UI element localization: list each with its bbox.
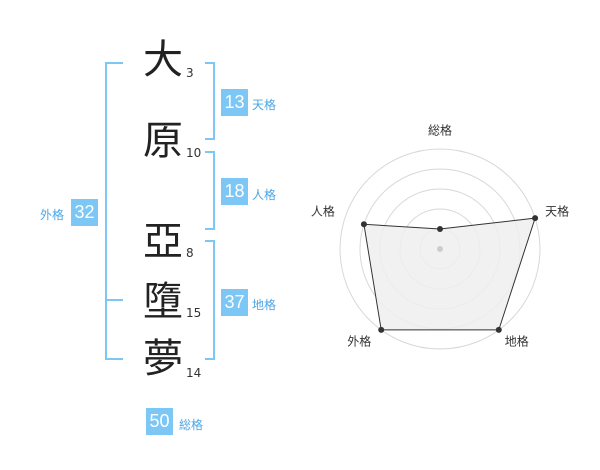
radar-axis-label-3: 地格 xyxy=(505,333,529,348)
chikaku-value: 37 xyxy=(221,289,248,316)
radar-center-dot xyxy=(437,246,443,252)
stroke-count-4: 15 xyxy=(186,306,202,320)
gaikaku-bracket-mid-tick xyxy=(105,299,123,301)
radar-axis-label-5: 人格 xyxy=(311,204,335,219)
name-char-4: 墮 xyxy=(143,279,183,325)
name-char-3: 亞 xyxy=(143,219,183,265)
stroke-count-2: 10 xyxy=(186,146,202,160)
jinkaku-value: 18 xyxy=(221,178,248,205)
radar-point-4 xyxy=(378,326,385,333)
tenkaku-bracket xyxy=(205,62,215,140)
name-char-2: 原 xyxy=(143,118,183,164)
stroke-count-5: 14 xyxy=(186,366,202,380)
radar-axis-label-4: 外格 xyxy=(347,333,371,348)
radar-point-2 xyxy=(532,215,539,222)
stroke-count-3: 8 xyxy=(186,246,194,260)
chikaku-bracket xyxy=(205,240,215,360)
name-char-1: 大 xyxy=(143,37,183,83)
jinkaku-bracket xyxy=(205,151,215,230)
gaikaku-value: 32 xyxy=(71,199,98,226)
chikaku-label: 地格 xyxy=(252,298,277,312)
name-char-5: 夢 xyxy=(143,336,183,382)
tenkaku-value: 13 xyxy=(221,89,248,116)
radar-axis-label-2: 天格 xyxy=(545,204,569,219)
radar-point-3 xyxy=(495,326,502,333)
radar-point-1 xyxy=(437,226,443,232)
radar-grid-ring-5 xyxy=(339,148,541,350)
tenkaku-label: 天格 xyxy=(252,98,277,112)
soukaku-label: 総格 xyxy=(179,418,204,432)
gaikaku-label: 外格 xyxy=(40,208,65,222)
radar-series-area xyxy=(363,217,536,331)
gaikaku-bracket xyxy=(105,62,123,360)
stroke-count-1: 3 xyxy=(186,66,194,80)
soukaku-value: 50 xyxy=(146,408,173,435)
jinkaku-label: 人格 xyxy=(252,188,277,202)
radar-point-5 xyxy=(360,221,367,228)
radar-axis-label-1: 総格 xyxy=(428,123,452,138)
